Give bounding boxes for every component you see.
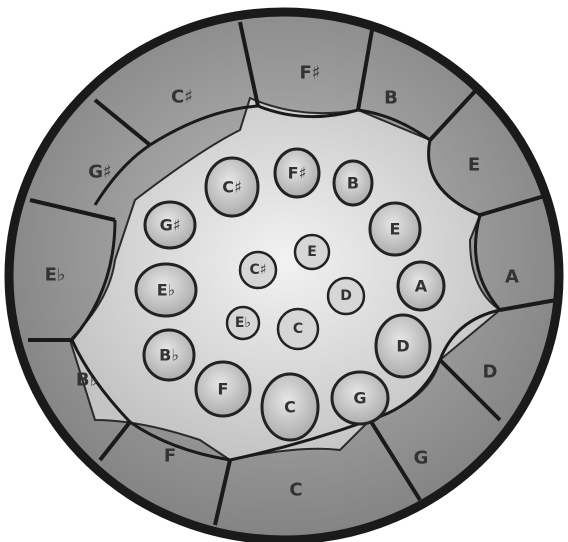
middle-note-b-flat[interactable]: B♭	[144, 330, 194, 380]
middle-note-label: C♯	[222, 178, 241, 197]
outer-note-f-sharp[interactable]: F♯	[299, 63, 320, 84]
inner-note-c-sharp[interactable]: C♯	[240, 252, 276, 288]
inner-note-label: D	[340, 288, 352, 304]
middle-note-d[interactable]: D	[376, 315, 430, 377]
middle-note-f-sharp[interactable]: F♯	[275, 149, 319, 197]
inner-note-label: C♯	[249, 262, 266, 278]
middle-note-label: C	[284, 398, 296, 417]
outer-note-e[interactable]: E	[468, 155, 480, 176]
inner-note-label: E♭	[235, 315, 251, 331]
middle-note-c[interactable]: C	[262, 374, 318, 440]
middle-note-label: A	[415, 277, 428, 296]
outer-note-d[interactable]: D	[483, 362, 498, 383]
middle-note-e[interactable]: E	[370, 203, 420, 255]
inner-note-label: E	[307, 244, 317, 260]
outer-note-a[interactable]: A	[505, 267, 519, 288]
middle-note-label: F	[218, 380, 229, 399]
middle-note-b[interactable]: B	[334, 161, 372, 205]
inner-note-c[interactable]: C	[278, 309, 318, 349]
middle-note-label: G♯	[160, 216, 181, 235]
middle-note-label: B♭	[159, 346, 179, 365]
middle-note-label: B	[347, 174, 359, 193]
middle-note-e-flat[interactable]: E♭	[136, 264, 196, 316]
middle-note-f[interactable]: F	[196, 362, 250, 416]
middle-note-g[interactable]: G	[332, 372, 388, 424]
outer-note-g-sharp[interactable]: G♯	[88, 162, 111, 183]
outer-note-c-sharp[interactable]: C♯	[171, 87, 193, 108]
outer-note-f[interactable]: F	[164, 446, 176, 467]
middle-note-label: F♯	[288, 164, 307, 183]
outer-note-e-flat[interactable]: E♭	[45, 265, 66, 286]
inner-note-d[interactable]: D	[328, 278, 364, 314]
outer-note-g[interactable]: G	[414, 448, 429, 469]
middle-note-label: E♭	[157, 281, 175, 300]
outer-note-b[interactable]: B	[384, 88, 398, 109]
middle-note-c-sharp[interactable]: C♯	[206, 158, 258, 216]
middle-note-g-sharp[interactable]: G♯	[145, 202, 195, 248]
middle-note-a[interactable]: A	[398, 262, 444, 310]
inner-note-label: C	[293, 321, 303, 337]
inner-note-e-flat[interactable]: E♭	[227, 307, 259, 339]
inner-note-e[interactable]: E	[295, 235, 329, 269]
middle-note-label: E	[390, 220, 401, 239]
outer-note-c[interactable]: C	[289, 480, 302, 501]
middle-note-label: D	[396, 337, 409, 356]
outer-note-b-flat[interactable]: B♭	[76, 370, 98, 391]
middle-note-label: G	[353, 389, 366, 408]
